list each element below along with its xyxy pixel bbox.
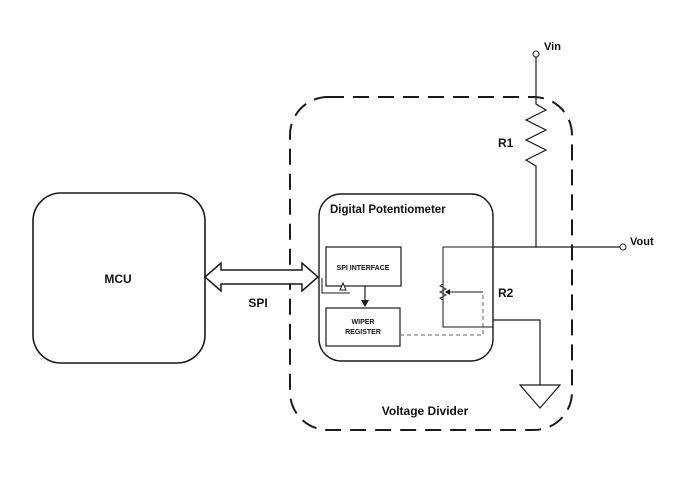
spi-interface-block	[325, 246, 402, 287]
voltage-divider-label: Voltage Divider	[382, 404, 469, 418]
interface-to-register-arrowhead	[361, 300, 369, 307]
mcu-block	[32, 192, 206, 364]
wiper-register-label-line1: WIPER	[352, 319, 375, 326]
r1-label: R1	[498, 136, 514, 150]
r2-zigzag	[438, 283, 448, 301]
mcu-label: MCU	[104, 272, 131, 286]
spi-label: SPI	[248, 296, 267, 310]
wiper-register-block	[325, 307, 401, 347]
r1-resistor	[524, 98, 548, 172]
spi-interface-pin-marker	[339, 281, 347, 291]
ground-wire	[493, 319, 541, 385]
vin-terminal	[532, 50, 540, 58]
vout-terminal	[619, 243, 627, 251]
spi-bus-arrow	[203, 261, 320, 293]
r2-label: R2	[498, 286, 514, 300]
wiper-arrowhead	[445, 289, 450, 295]
vout-label: Vout	[630, 236, 654, 248]
digital-potentiometer-title: Digital Potentiometer	[330, 204, 446, 216]
voltage-divider-boundary	[289, 96, 573, 431]
wiper-register-label-line2: REGISTER	[345, 329, 381, 336]
vin-label: Vin	[544, 41, 561, 53]
spi-interface-connector	[321, 278, 350, 294]
spi-interface-label: SPI INTERFACE	[337, 265, 390, 272]
ground-symbol	[518, 384, 562, 409]
